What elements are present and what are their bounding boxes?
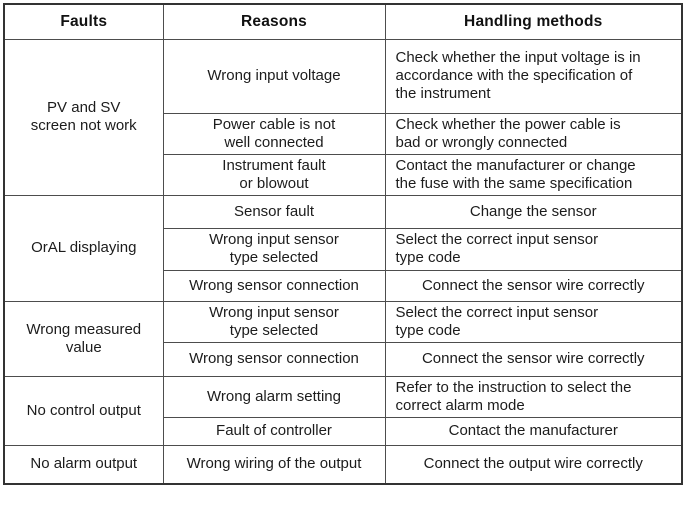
handling-cell: Connect the sensor wire correctly	[384, 341, 683, 377]
table-row: PV and SV screen not work Wrong input vo…	[3, 38, 683, 196]
reason-cell: Instrument fault or blowout	[162, 153, 386, 196]
table-row: No control output Wrong alarm setting Re…	[3, 375, 683, 446]
reason-cell: Wrong input sensor type selected	[162, 227, 386, 271]
fault-cell-no-control-output: No control output	[3, 375, 164, 446]
reason-cell: Sensor fault	[162, 194, 386, 229]
table-row: OrAL displaying Sensor fault Change the …	[3, 194, 683, 302]
reason-cell: Wrong wiring of the output	[162, 444, 386, 485]
reason-cell: Fault of controller	[162, 416, 386, 446]
fault-cell-no-alarm-output: No alarm output	[3, 444, 164, 485]
handling-cell: Connect the sensor wire correctly	[384, 269, 683, 302]
table-row: Instrument fault or blowout Contact the …	[4, 153, 683, 196]
header-reasons: Reasons	[162, 3, 386, 40]
fault-cell-pv-sv-screen: PV and SV screen not work	[3, 38, 164, 196]
handling-cell: Change the sensor	[384, 194, 683, 229]
table-row: Wrong measured value Wrong input sensor …	[3, 300, 683, 377]
reason-cell: Power cable is not well connected	[162, 112, 386, 155]
handling-cell: Contact the manufacturer or change the f…	[384, 153, 683, 196]
reason-cell: Wrong input voltage	[162, 38, 386, 114]
fault-cell-wrong-measured-value: Wrong measured value	[3, 300, 164, 377]
troubleshooting-table-container: Faults Reasons Handling methods PV and S…	[3, 3, 683, 485]
handling-cell: Check whether the power cable is bad or …	[384, 112, 683, 155]
reason-cell: Wrong sensor connection	[162, 341, 386, 377]
table-row: No alarm output Wrong wiring of the outp…	[3, 444, 683, 485]
handling-cell: Refer to the instruction to select the c…	[384, 375, 683, 418]
table-row: Fault of controller Contact the manufact…	[4, 416, 683, 446]
table-header-row: Faults Reasons Handling methods	[3, 3, 683, 40]
handling-cell: Select the correct input sensor type cod…	[384, 300, 683, 343]
handling-cell: Contact the manufacturer	[384, 416, 683, 446]
handling-cell: Select the correct input sensor type cod…	[384, 227, 683, 271]
reason-cell: Wrong alarm setting	[162, 375, 386, 418]
table-row: Wrong sensor connection Connect the sens…	[4, 269, 683, 302]
header-handling-methods: Handling methods	[384, 3, 683, 40]
reason-cell: Wrong input sensor type selected	[162, 300, 386, 343]
table-row: Wrong input sensor type selected Select …	[4, 227, 683, 271]
troubleshooting-table: Faults Reasons Handling methods PV and S…	[3, 3, 683, 485]
table-row: Wrong sensor connection Connect the sens…	[4, 341, 683, 377]
handling-cell: Check whether the input voltage is in ac…	[384, 38, 683, 114]
reason-cell: Wrong sensor connection	[162, 269, 386, 302]
handling-cell: Connect the output wire correctly	[384, 444, 683, 485]
fault-cell-oral-displaying: OrAL displaying	[3, 194, 164, 302]
header-faults: Faults	[3, 3, 164, 40]
